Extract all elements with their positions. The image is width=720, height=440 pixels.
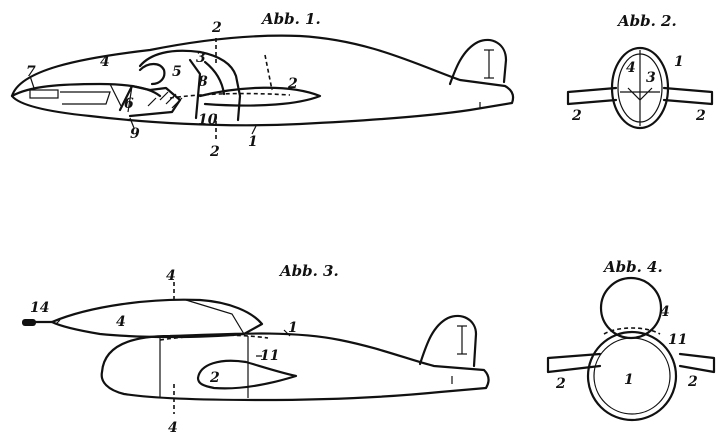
fig1-label-6: 6	[124, 96, 134, 112]
fig4-label-2-right: 2	[687, 374, 698, 390]
figure-1-caption: Abb. 1.	[260, 10, 321, 28]
fig1-nose-instrument	[29, 89, 59, 99]
fig1-wing	[198, 86, 322, 107]
fig2-label-2-right: 2	[695, 108, 706, 124]
fig1-label-2-top: 2	[211, 20, 222, 36]
fig3-label-14: 14	[30, 300, 49, 316]
fig3-pitot-probe	[22, 319, 36, 326]
fig1-label-1: 1	[248, 134, 258, 150]
figure-3: Abb. 3. 14 4 4 1 11 2 4	[22, 262, 490, 436]
fig2-wing-right	[662, 86, 714, 106]
fig2-label-1: 1	[674, 54, 684, 70]
fig3-label-4-pod: 4	[116, 314, 126, 330]
fig3-label-4-top: 4	[166, 268, 176, 284]
fig1-label-9: 9	[130, 126, 140, 142]
fig3-tail-fin	[418, 314, 478, 368]
figure-3-caption: Abb. 3.	[278, 262, 339, 280]
fig3-label-4-bottom: 4	[168, 420, 178, 436]
fig3-label-2: 2	[209, 370, 220, 386]
fig3-label-11: 11	[260, 348, 279, 364]
fig2-label-3: 3	[646, 70, 656, 86]
fig1-label-8: 8	[198, 74, 208, 90]
fig2-label-2-left: 2	[571, 108, 582, 124]
fig4-wing-right	[678, 352, 716, 374]
figure-1: Abb. 1. 2 3 4 5	[10, 10, 515, 160]
fig4-joint-line	[603, 327, 661, 335]
fig4-label-4: 4	[660, 304, 670, 320]
figure-2: Abb. 2. 1 4 3 2 2	[566, 12, 714, 130]
fig1-label-2-bottom: 2	[209, 144, 220, 160]
fig1-label-4: 4	[100, 54, 110, 70]
figure-4: Abb. 4. 4 11 1 2 2	[546, 258, 716, 422]
fig1-label-2-wing: 2	[287, 76, 298, 92]
fig4-nose-pod-section	[599, 276, 663, 340]
figure-4-caption: Abb. 4.	[602, 258, 663, 276]
fig4-label-1: 1	[624, 372, 634, 388]
fig3-label-1: 1	[288, 320, 298, 336]
fig4-fuselage-section	[586, 330, 678, 422]
fig4-label-2-left: 2	[555, 376, 566, 392]
fig1-label-3: 3	[196, 50, 206, 66]
fig1-label-10: 10	[198, 112, 218, 128]
fig1-tail-fin	[448, 38, 508, 86]
fig3-nose-pod	[50, 298, 264, 339]
fig2-wing-left	[566, 86, 618, 106]
fig1-fuselage-outline	[10, 34, 515, 127]
fig1-canopy	[138, 49, 242, 122]
fig4-wing-left	[546, 352, 602, 374]
fig4-label-11: 11	[668, 332, 687, 348]
figure-2-caption: Abb. 2.	[616, 12, 677, 30]
fig1-label-5: 5	[172, 64, 182, 80]
fig2-label-4: 4	[626, 60, 636, 76]
fig3-fuselage-outline	[100, 332, 490, 402]
fig1-label-7: 7	[26, 64, 36, 80]
fig3-wing	[196, 359, 298, 390]
fig2-fuselage-section	[610, 46, 670, 130]
